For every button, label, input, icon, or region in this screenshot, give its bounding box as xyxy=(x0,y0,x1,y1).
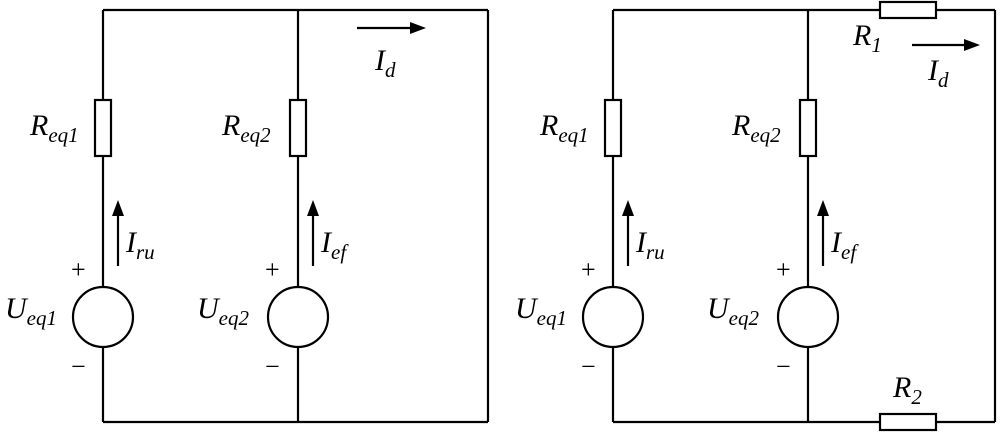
left-source-eq1-label: Ueq1 xyxy=(5,292,57,330)
right-current-ef-label: Ief xyxy=(830,226,859,264)
right-resistor-r2 xyxy=(878,412,938,432)
left-resistor-eq2-label: Req2 xyxy=(221,109,271,147)
right-resistor-eq2-label: Req2 xyxy=(731,109,781,147)
right-resistor-eq2 xyxy=(798,98,818,158)
left-current-ru-arrow-icon xyxy=(112,200,124,266)
right-source-eq1-label: Ueq1 xyxy=(515,292,567,330)
right-resistor-eq1-label: Req1 xyxy=(539,109,589,147)
right-circuit: Id R1 R2 Req1 Req2 Iru Ief Ueq1 Ueq2 + −… xyxy=(515,0,997,432)
left-resistor-eq1 xyxy=(93,98,113,158)
left-voltage-source-eq2 xyxy=(266,285,330,349)
right-resistor-r1-label: R1 xyxy=(852,19,882,57)
right-resistor-r2-label: R2 xyxy=(892,371,922,409)
left-voltage-source-eq1 xyxy=(71,285,135,349)
right-source-eq1-minus-sign: − xyxy=(581,352,596,381)
right-current-d-arrow-icon xyxy=(912,39,980,51)
left-resistor-eq2 xyxy=(288,98,308,158)
left-current-ef-label: Ief xyxy=(320,226,349,264)
right-source-eq2-plus-sign: + xyxy=(776,255,791,284)
left-source-eq2-label: Ueq2 xyxy=(197,292,249,330)
right-source-eq2-label: Ueq2 xyxy=(707,292,759,330)
right-resistor-r1 xyxy=(878,0,938,20)
left-source-eq2-plus-sign: + xyxy=(265,255,280,284)
right-source-eq1-plus-sign: + xyxy=(581,255,596,284)
left-circuit: Id Req1 Req2 Iru Ief Ueq1 Ueq2 + − + − xyxy=(5,8,490,424)
left-source-eq1-plus-sign: + xyxy=(71,255,86,284)
left-source-eq2-minus-sign: − xyxy=(265,352,280,381)
left-resistor-eq1-label: Req1 xyxy=(29,109,79,147)
right-current-ru-label: Iru xyxy=(635,226,665,264)
left-current-ef-arrow-icon xyxy=(307,200,319,266)
right-current-ru-arrow-icon xyxy=(622,200,634,266)
left-current-ru-label: Iru xyxy=(125,226,155,264)
right-source-eq2-minus-sign: − xyxy=(776,352,791,381)
left-current-d-arrow-icon xyxy=(357,22,426,34)
right-resistor-eq1 xyxy=(603,98,623,158)
right-voltage-source-eq1 xyxy=(581,285,645,349)
right-current-d-label: Id xyxy=(927,54,949,92)
left-current-d-label: Id xyxy=(374,44,396,82)
right-voltage-source-eq2 xyxy=(776,285,840,349)
right-current-ef-arrow-icon xyxy=(817,200,829,266)
left-source-eq1-minus-sign: − xyxy=(71,352,86,381)
